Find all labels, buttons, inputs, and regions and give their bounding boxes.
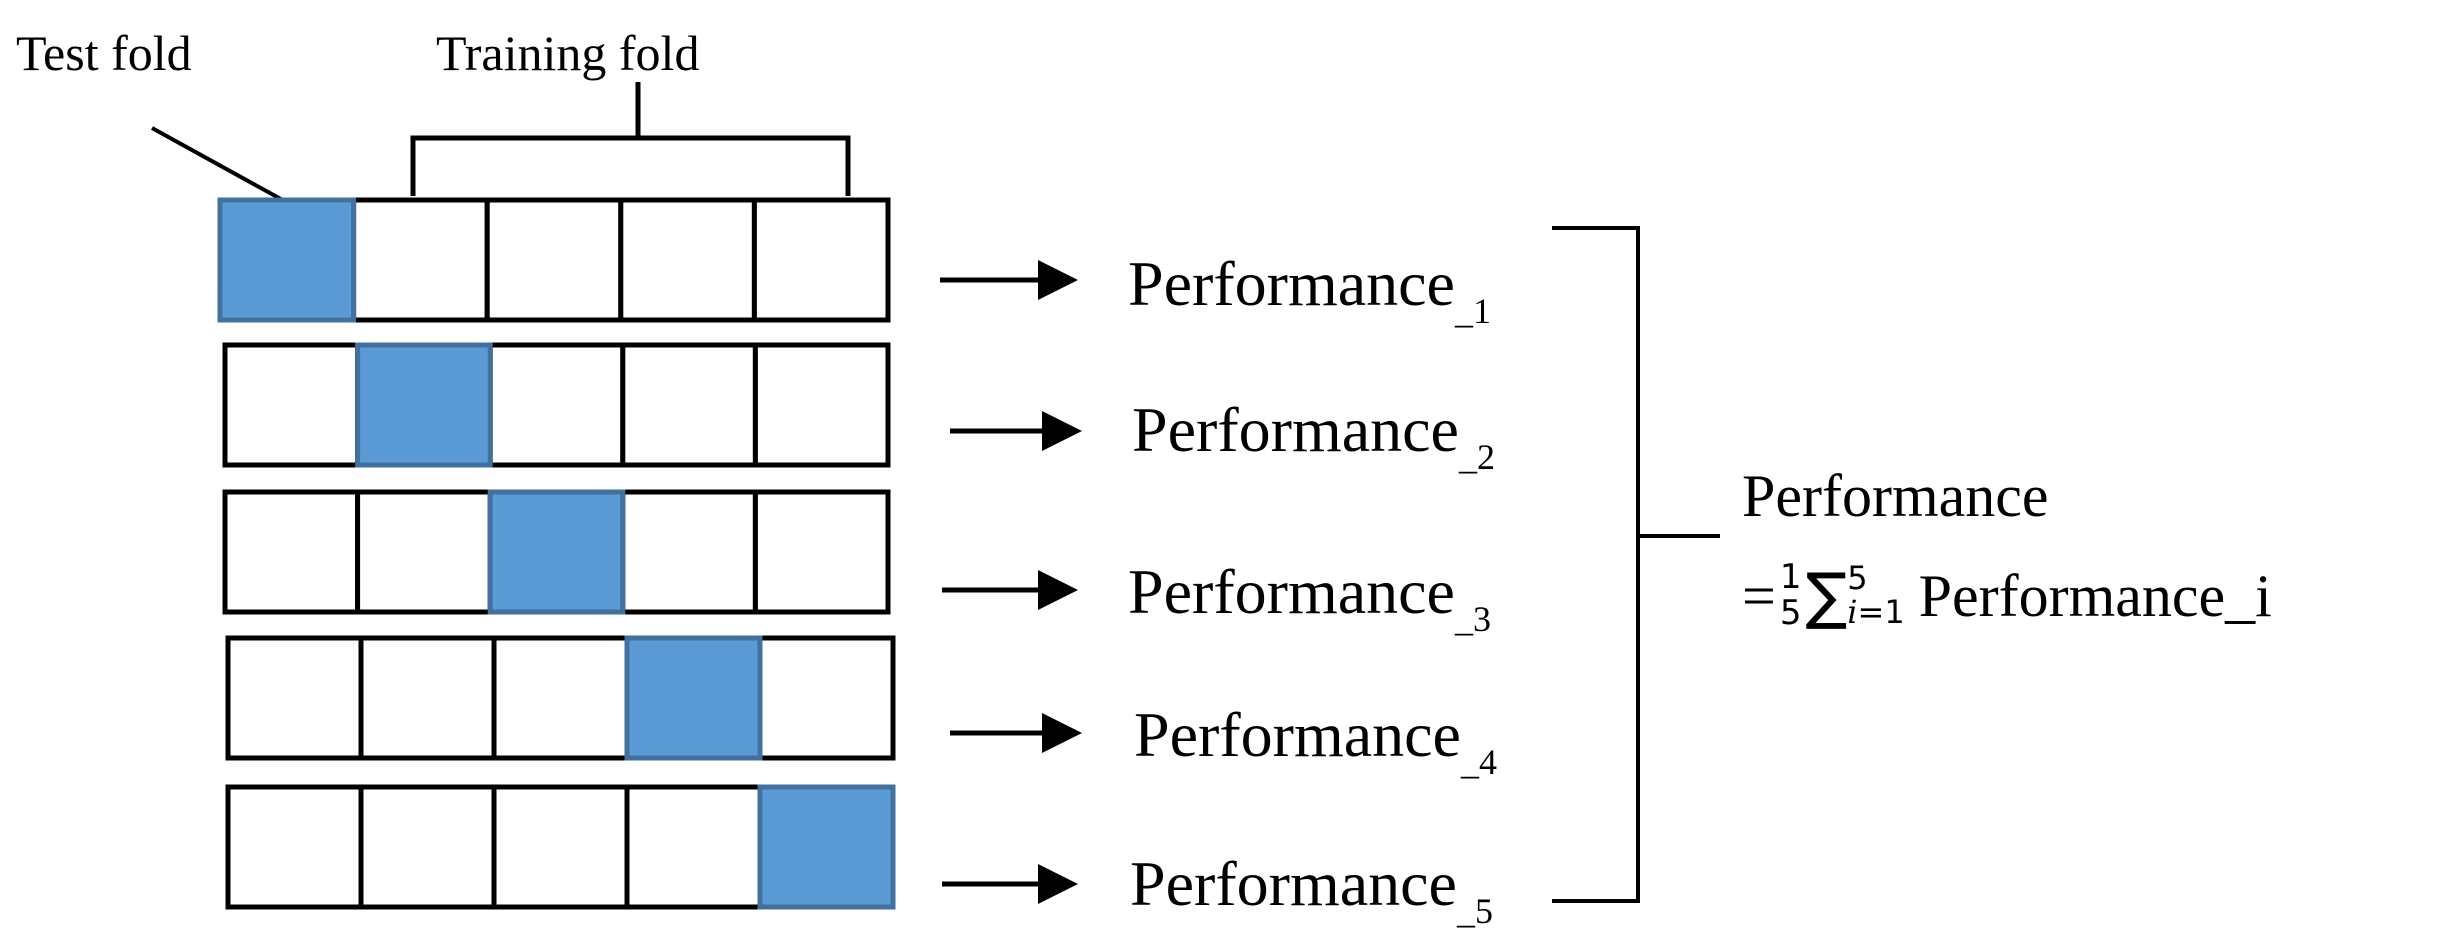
training-fold-cell bbox=[491, 635, 630, 761]
performance-subscript: _3 bbox=[1454, 599, 1491, 639]
performance-subscript: _5 bbox=[1456, 891, 1493, 931]
sum-upper-limit: 5 bbox=[1847, 559, 1868, 598]
arrow-head bbox=[1042, 411, 1082, 451]
arrow-head bbox=[1038, 864, 1078, 904]
arrow-head bbox=[1038, 570, 1078, 610]
test-fold-cell bbox=[487, 489, 626, 615]
test-fold-cell bbox=[624, 635, 763, 761]
test-fold-cell bbox=[217, 197, 357, 323]
test-fold-cell bbox=[757, 784, 896, 910]
training-fold-cell bbox=[225, 635, 364, 761]
training-fold-cell bbox=[752, 489, 891, 615]
performance-text: Performance bbox=[1130, 848, 1457, 919]
training-fold-cell bbox=[351, 197, 490, 323]
training-fold-bracket bbox=[410, 82, 851, 196]
training-fold-cell bbox=[484, 197, 624, 323]
training-fold-cell bbox=[222, 342, 361, 468]
sum-index-var: i bbox=[1847, 592, 1858, 631]
performance-text: Performance bbox=[1128, 556, 1455, 627]
training-fold-cell bbox=[620, 342, 758, 468]
training-fold-cell bbox=[624, 784, 763, 910]
performance-label-4: Performance_4 bbox=[1134, 703, 1497, 781]
performance-label-3: Performance_3 bbox=[1128, 560, 1491, 638]
training-fold-label: Training fold bbox=[436, 25, 700, 81]
fraction-numerator: 1 bbox=[1779, 557, 1802, 597]
performance-subscript: _4 bbox=[1460, 742, 1497, 782]
sum-lower-rest: =1 bbox=[1857, 592, 1905, 631]
performance-label-1: Performance_1 bbox=[1128, 252, 1491, 330]
performance-subscript: _1 bbox=[1454, 291, 1491, 331]
summary-term: Performance_i bbox=[1918, 562, 2272, 629]
training-fold-cell bbox=[355, 489, 493, 615]
test-fold-pointer bbox=[151, 126, 289, 205]
performance-text: Performance bbox=[1134, 699, 1461, 770]
sum-lower-limit: i=1 bbox=[1847, 592, 1905, 631]
sum-symbol: ∑ bbox=[1805, 558, 1848, 632]
training-fold-cell bbox=[487, 342, 626, 468]
performance-label-2: Performance_2 bbox=[1132, 398, 1495, 476]
performance-subscript: _2 bbox=[1458, 437, 1495, 477]
training-fold-cell bbox=[358, 635, 497, 761]
training-fold-cell bbox=[618, 197, 757, 323]
test-fold-label: Test fold bbox=[16, 25, 192, 81]
sum-limits: 5 i=1 bbox=[1847, 559, 1905, 631]
training-fold-cell bbox=[358, 784, 497, 910]
arrow-head bbox=[1042, 713, 1082, 753]
training-fold-cell bbox=[491, 784, 630, 910]
training-fold-cell bbox=[225, 784, 364, 910]
fraction-denominator: 5 bbox=[1779, 592, 1802, 633]
training-fold-cell bbox=[751, 197, 891, 323]
training-fold-cell bbox=[222, 489, 361, 615]
arrow-head bbox=[1038, 260, 1078, 300]
equals-sign: = bbox=[1742, 562, 1776, 629]
performance-text: Performance bbox=[1132, 394, 1459, 465]
training-fold-cell bbox=[757, 635, 896, 761]
aggregation-bracket bbox=[1552, 226, 1720, 903]
performance-label-5: Performance_5 bbox=[1130, 852, 1493, 930]
training-fold-cell bbox=[620, 489, 758, 615]
summary-title: Performance bbox=[1742, 463, 2049, 529]
performance-text: Performance bbox=[1128, 248, 1455, 319]
fraction: 1 5 bbox=[1779, 557, 1802, 633]
summary-formula: = 1 5 ∑ 5 i=1 Performance_i bbox=[1742, 557, 2272, 633]
training-fold-cell bbox=[752, 342, 891, 468]
test-fold-cell bbox=[355, 342, 493, 468]
